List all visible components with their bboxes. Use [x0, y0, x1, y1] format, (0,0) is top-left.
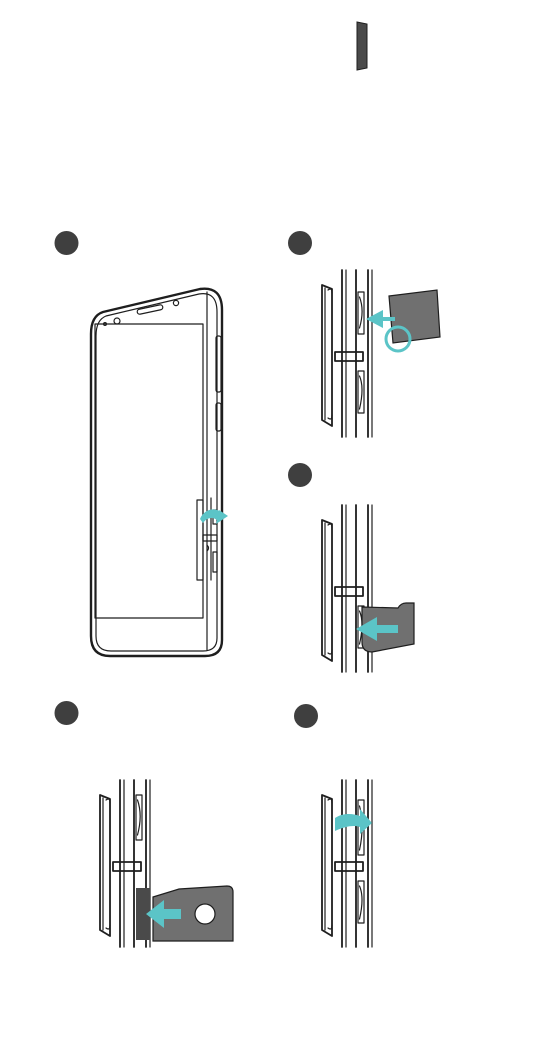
- nano-sim-card: [389, 290, 440, 343]
- slot-rail-nano-sim: [322, 270, 372, 437]
- step-marker-icon: [55, 701, 79, 725]
- phone-illustration: [91, 289, 222, 656]
- step-marker-icon: [288, 231, 312, 255]
- slot-rail-micro-sim: [100, 780, 150, 947]
- step-marker-icon: [294, 704, 318, 728]
- slot-rail-microsd: [322, 22, 372, 672]
- sim-chip-mark: [195, 904, 215, 924]
- slot-rail-closed: [322, 780, 372, 947]
- close-cover-arrow-icon: [335, 809, 372, 834]
- step-marker-icon: [288, 463, 312, 487]
- step-marker-icon: [55, 231, 79, 255]
